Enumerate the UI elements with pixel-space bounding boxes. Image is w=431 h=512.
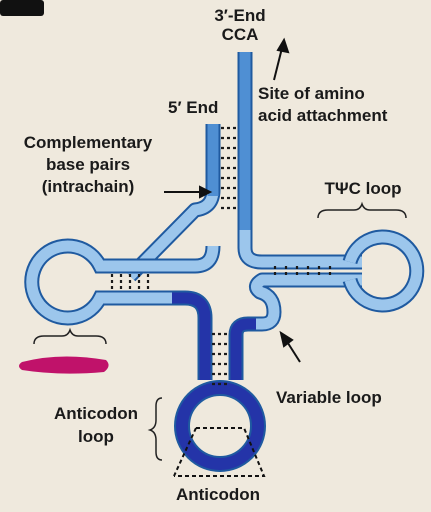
tpsic-loop [342,229,425,313]
anticodon-stem-base-pairs [212,332,229,386]
site-label-line2: acid attachment [258,106,388,125]
site-arrow [273,37,290,81]
anticodon-to-variable-strand [228,272,362,380]
complementary-label-line1: Complementary [24,133,153,152]
acceptor-stem-base-pairs [221,126,237,210]
acceptor-stem-5prime-strand [124,124,221,282]
d-stem-base-pairs [110,274,150,290]
anticodon-loop-label-line2: loop [78,427,114,446]
d-loop [24,238,150,326]
d-loop-bracket [33,327,107,345]
corner-tab [0,0,44,16]
anticodon-loop-label-line1: Anticodon [54,404,138,423]
tpsic-loop-label: TΨC loop [324,179,401,198]
complementary-arrow [164,185,213,199]
acceptor-stem-3prime-strand [237,52,362,270]
site-label-line1: Site of amino [258,84,365,103]
tpsic-loop-bracket [317,201,407,219]
tpsic-stem-base-pairs [273,266,332,276]
five-prime-end-label: 5′ End [168,98,218,117]
variable-loop-arrow [279,330,301,363]
highlight-mark [19,356,109,374]
anticodon-loop-bracket [147,397,163,461]
d-to-anticodon-strand [150,290,213,380]
variable-loop-label: Variable loop [276,388,382,407]
anticodon-label: Anticodon [176,485,260,504]
complementary-label-line3: (intrachain) [42,177,135,196]
three-prime-end-label: 3′-End [214,6,265,25]
cca-label: CCA [222,25,259,44]
complementary-label-line2: base pairs [46,155,130,174]
anticodon-loop [174,380,266,472]
anticodon-bracket [173,427,266,477]
